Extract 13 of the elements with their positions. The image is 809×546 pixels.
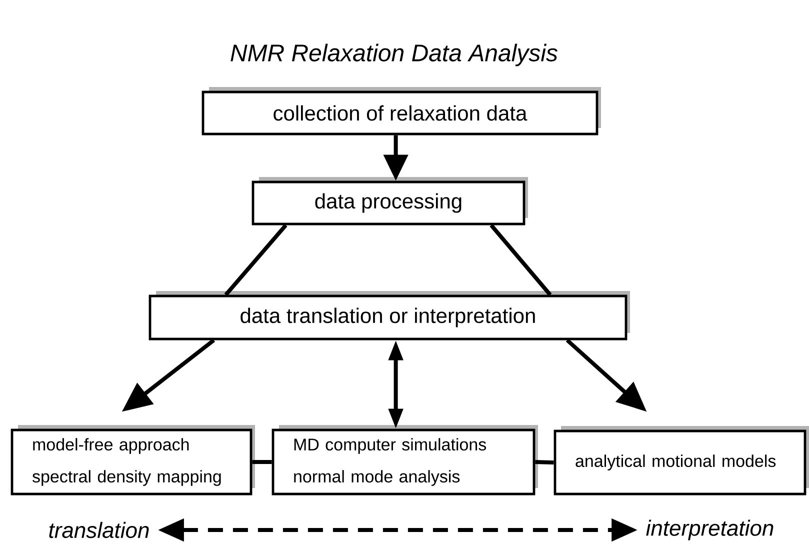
end-label: translation — [49, 522, 149, 538]
connector-line — [535, 460, 554, 464]
connector-line — [224, 224, 288, 296]
process-box: data processing — [252, 177, 528, 226]
connector-line — [490, 224, 552, 296]
title: NMR Relaxation Data Analysis — [230, 44, 558, 66]
process-box: data translation or interpretation — [148, 291, 630, 340]
process-box: analytical motional models — [554, 426, 809, 496]
process-box: collection of relaxation data — [202, 87, 601, 136]
process-box: model-free approach spectral density mapping — [10, 425, 255, 496]
end-label: interpretation — [646, 520, 774, 540]
connector-line — [252, 460, 272, 464]
process-box: MD computer simulations normal mode analysis — [272, 425, 538, 496]
